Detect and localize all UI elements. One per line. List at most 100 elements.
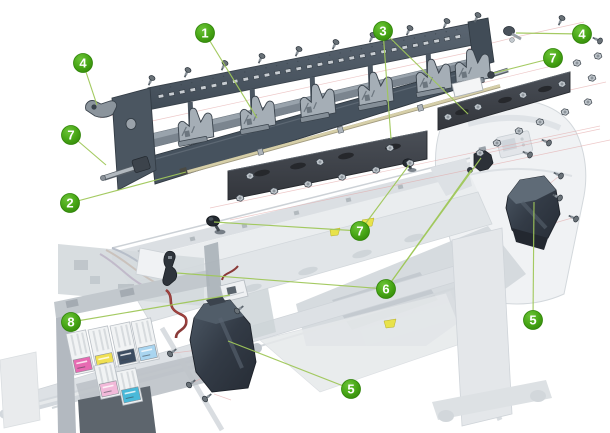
line-shape xyxy=(184,72,188,76)
beam-hole xyxy=(201,79,204,82)
screw xyxy=(405,25,414,36)
circle-shape xyxy=(238,196,242,200)
circle-shape xyxy=(61,125,81,145)
beam-slot xyxy=(263,72,271,78)
beam-slot xyxy=(284,68,292,74)
line-shape xyxy=(124,390,136,395)
beam-slot xyxy=(178,89,186,95)
path-shape xyxy=(357,71,395,109)
callout-number: 3 xyxy=(379,24,386,39)
ellipse-detail xyxy=(407,168,417,172)
screw xyxy=(442,18,451,29)
circle-shape xyxy=(60,193,80,213)
path-detail xyxy=(162,250,178,286)
rect-detail xyxy=(241,223,248,229)
beam-hole xyxy=(159,88,161,90)
hex-nut xyxy=(235,194,245,202)
ink-cartridge xyxy=(130,317,160,364)
line-shape xyxy=(76,360,88,365)
hex-nut xyxy=(405,159,415,167)
line-shape xyxy=(131,370,137,388)
line-shape xyxy=(104,365,110,383)
line-shape xyxy=(103,328,110,350)
hex-nut xyxy=(443,113,453,121)
beam-slot xyxy=(306,63,313,69)
screw xyxy=(552,193,563,202)
beam-hole xyxy=(169,86,172,88)
iss-bar-detail-1 xyxy=(65,298,79,309)
alignment-line xyxy=(229,139,610,221)
circle-shape xyxy=(572,24,592,44)
circle-detail xyxy=(91,104,97,110)
line-shape xyxy=(406,30,410,34)
printer-back-rail xyxy=(112,162,470,265)
rect-shape xyxy=(299,111,330,123)
ink-cartridges xyxy=(65,317,160,406)
beam-slot xyxy=(369,51,377,57)
leader-line xyxy=(382,30,469,115)
line-detail xyxy=(103,164,139,180)
ellipse-detail xyxy=(538,85,552,93)
line-detail xyxy=(511,32,522,41)
ellipse-shape xyxy=(148,75,156,81)
ellipse-detail xyxy=(206,215,220,227)
cover-left-highlight xyxy=(218,317,244,369)
screws xyxy=(147,12,603,403)
screw xyxy=(234,305,244,315)
alignment-line xyxy=(213,393,232,401)
beam-slot xyxy=(274,70,281,76)
alignment-line xyxy=(481,128,601,155)
circle-shape xyxy=(61,312,81,332)
clamp-bracket-left xyxy=(85,100,118,118)
screw xyxy=(202,393,212,403)
beam-slot xyxy=(253,74,260,80)
line-shape xyxy=(120,325,127,347)
line-shape xyxy=(77,366,86,369)
hex-nut xyxy=(514,127,524,135)
iss-left-post xyxy=(56,314,76,433)
line-shape xyxy=(102,384,114,389)
circle-shape xyxy=(586,100,590,104)
screw xyxy=(553,171,564,180)
screw xyxy=(592,36,603,45)
leader-line xyxy=(515,32,583,35)
callout-number: 5 xyxy=(529,313,536,328)
line-shape xyxy=(190,380,195,385)
beam-hole xyxy=(222,75,225,77)
beam-hole xyxy=(413,37,416,39)
beam-slot xyxy=(189,87,197,93)
hex-nut xyxy=(371,166,381,174)
ellipse-shape xyxy=(258,53,266,59)
circle-shape xyxy=(340,175,344,179)
ellipse-detail xyxy=(338,152,354,160)
ellipse-shape xyxy=(234,307,240,315)
line-shape xyxy=(570,215,574,219)
circle-detail xyxy=(100,175,106,181)
ink-cartridge xyxy=(93,361,122,400)
tube-collar-3 xyxy=(416,103,425,112)
beam-hole xyxy=(424,35,426,37)
circle-shape xyxy=(521,93,525,97)
beam-hole xyxy=(339,52,341,54)
beam-slot xyxy=(359,53,366,59)
clamp-bracket-right xyxy=(503,25,522,43)
beam-slot xyxy=(401,44,409,50)
hex-nut xyxy=(518,91,528,99)
circle-shape xyxy=(408,161,412,165)
line-shape xyxy=(221,65,225,69)
rect-detail xyxy=(397,184,404,190)
line-shape xyxy=(141,348,153,353)
ink-cartridge xyxy=(115,367,144,406)
ellipse-shape xyxy=(557,194,563,202)
alignment-line xyxy=(569,81,607,91)
path-shape xyxy=(415,58,453,96)
circle-shape xyxy=(374,168,378,172)
line-shape xyxy=(126,371,132,389)
pinch-latch-left xyxy=(162,250,178,286)
leader-line xyxy=(176,272,387,290)
circle-detail xyxy=(520,137,524,141)
beam-hole xyxy=(297,60,299,63)
circle-shape xyxy=(538,120,542,124)
ellipse-shape xyxy=(406,25,414,31)
